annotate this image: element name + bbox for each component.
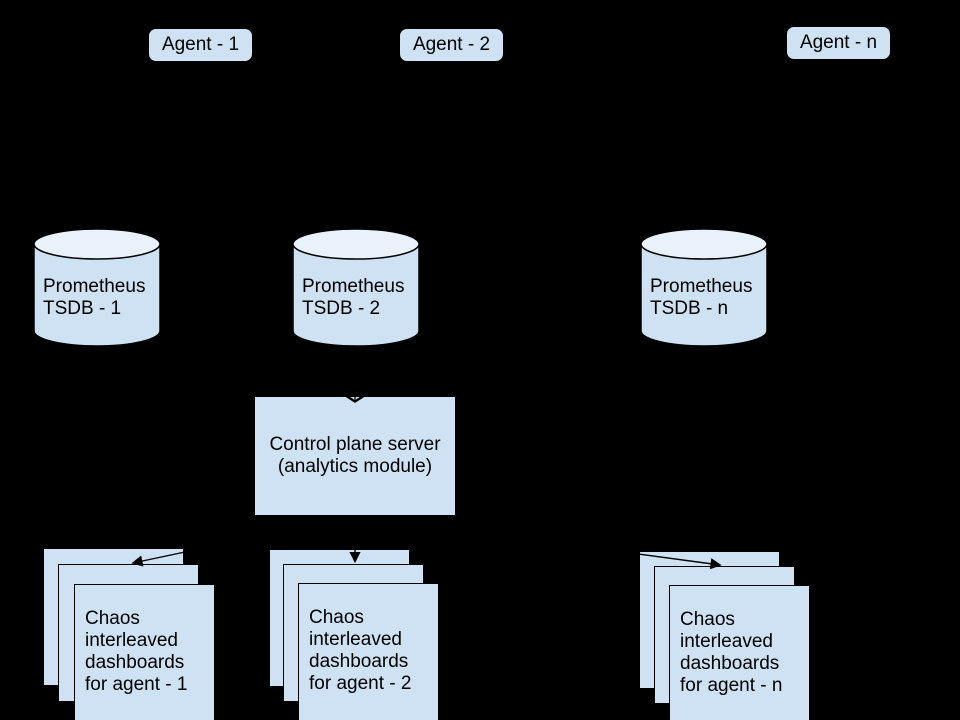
control-plane-line1: Control plane server: [269, 434, 441, 455]
database-cylinder-icon: [640, 228, 768, 347]
tsdb-1-label: Prometheus TSDB - 1: [43, 276, 146, 319]
prometheus-tsdb-n-cylinder: Prometheus TSDB - n: [640, 228, 768, 348]
tsdb-n-label: Prometheus TSDB - n: [650, 276, 753, 319]
tsdb-2-label: Prometheus TSDB - 2: [302, 276, 405, 319]
database-cylinder-icon: [33, 228, 161, 347]
agent-n-box: Agent - n: [786, 26, 891, 60]
agent-1-box: Agent - 1: [148, 28, 253, 62]
agent-1-label: Agent - 1: [161, 34, 240, 55]
dashboards-stack-2-front-sheet: Chaos interleaved dashboards for agent -…: [298, 583, 439, 720]
prometheus-tsdb-2-cylinder: Prometheus TSDB - 2: [292, 228, 420, 348]
arrow-tsdb2-to-control-plane: [341, 347, 369, 403]
dashboards-stack-1-front-sheet: Chaos interleaved dashboards for agent -…: [74, 584, 215, 720]
dashboards-stack-n-front-sheet: Chaos interleaved dashboards for agent -…: [669, 585, 810, 720]
agent-2-label: Agent - 2: [412, 34, 491, 55]
agent-2-box: Agent - 2: [399, 28, 504, 62]
prometheus-tsdb-1-cylinder: Prometheus TSDB - 1: [33, 228, 161, 348]
dashboards-stack-2-label: Chaos interleaved dashboards for agent -…: [309, 607, 412, 694]
dashboards-stack-1-label: Chaos interleaved dashboards for agent -…: [85, 608, 188, 695]
control-plane-line2: (analytics module): [277, 456, 433, 477]
agent-n-label: Agent - n: [799, 32, 878, 53]
database-cylinder-icon: [292, 228, 420, 347]
dashboards-stack-n-label: Chaos interleaved dashboards for agent -…: [680, 609, 783, 696]
control-plane-server-box: Control plane server (analytics module): [254, 396, 456, 516]
